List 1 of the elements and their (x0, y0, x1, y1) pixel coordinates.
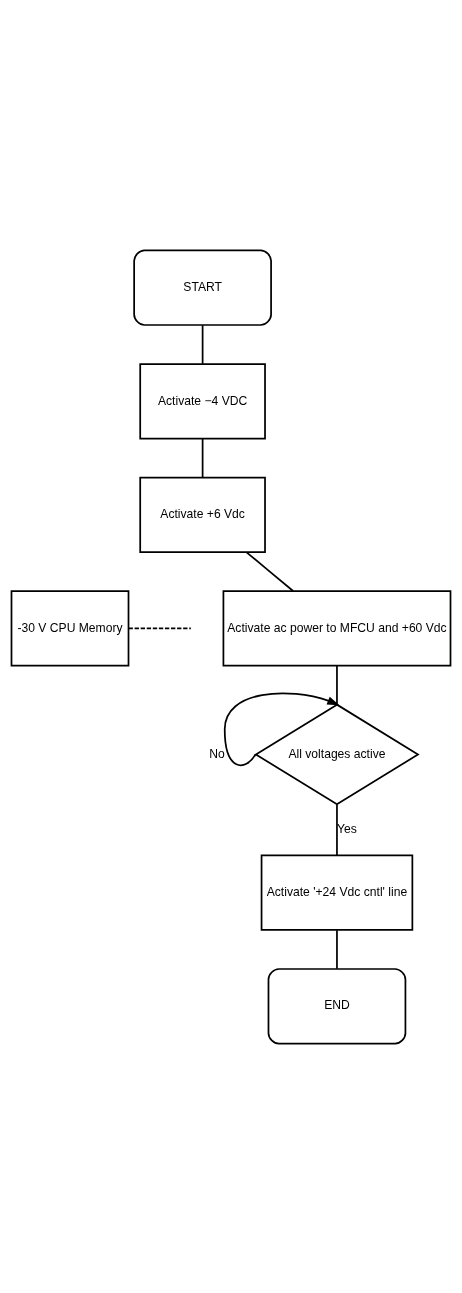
edge-label: No (209, 746, 225, 761)
